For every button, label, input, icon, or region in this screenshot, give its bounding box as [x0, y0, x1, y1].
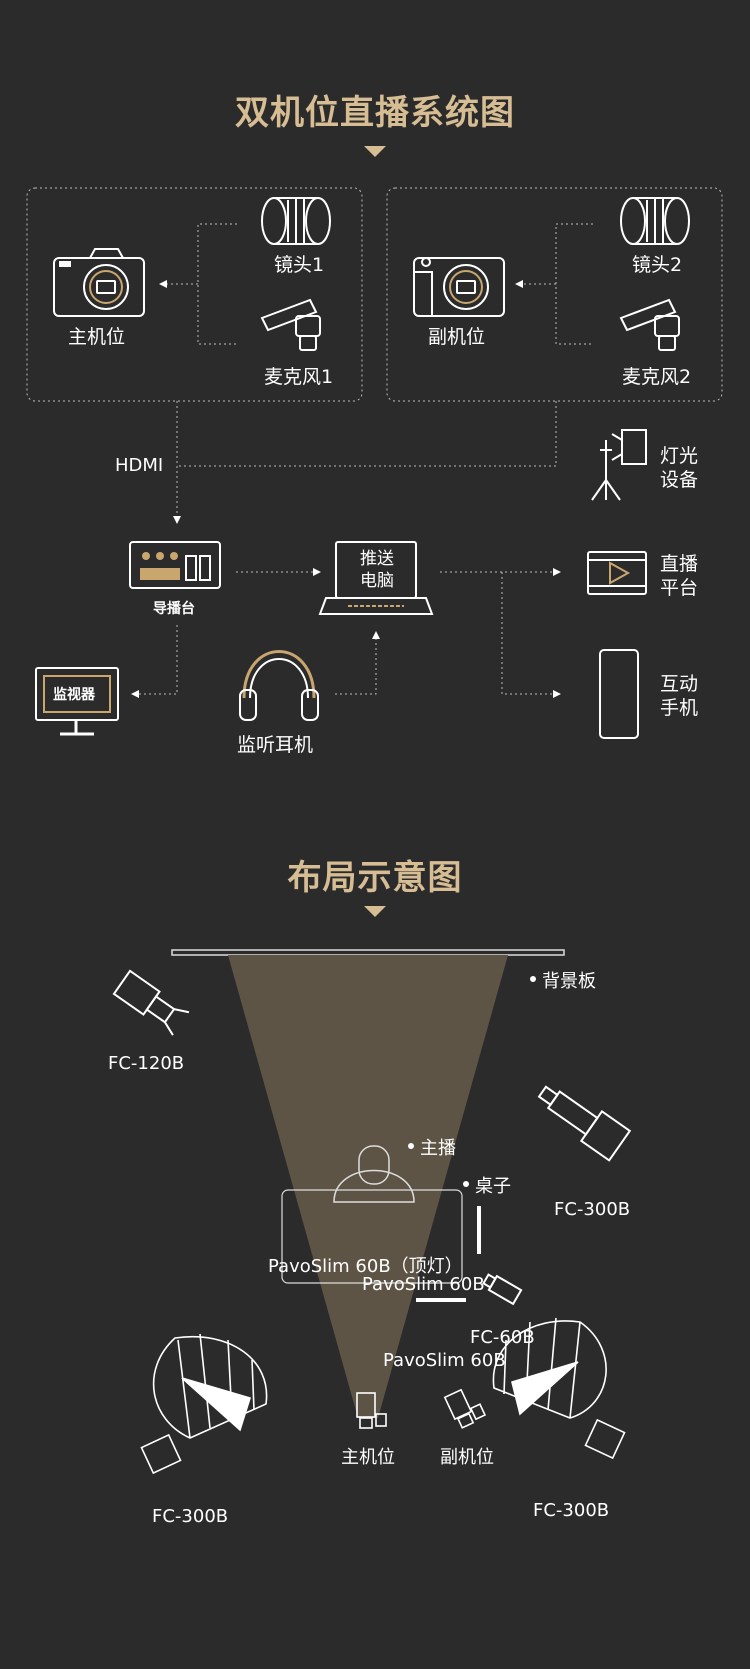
headphones-icon — [239, 650, 319, 721]
hdmi-label: HDMI — [115, 455, 164, 476]
lens1-label: 镜头1 — [274, 254, 325, 276]
host-label: 主播 — [408, 1134, 456, 1160]
main-camera-group-box — [26, 187, 363, 402]
monitor-label: 监视器 — [53, 687, 95, 703]
lens2-label: 镜头2 — [632, 254, 683, 276]
switcher-icon — [129, 541, 221, 589]
mic1-icon — [260, 298, 321, 351]
light-label-line1: 灯光 — [660, 445, 699, 467]
main-camera-icon — [53, 248, 145, 317]
softbox-left-icon — [140, 1333, 268, 1475]
sub-camera-icon — [413, 257, 505, 317]
main-camera-label: 主机位 — [68, 326, 126, 348]
desk-outline — [281, 1189, 463, 1284]
fc300b-bottom-label: FC-300B — [533, 1500, 610, 1521]
headphones-label: 监听耳机 — [237, 734, 314, 756]
fc300b-right-light-icon — [537, 1085, 632, 1162]
laptop-label-line2: 电脑 — [360, 571, 394, 591]
live-platform-icon — [587, 551, 647, 595]
monitor-icon — [35, 667, 119, 736]
desk-light-bar-2 — [416, 1298, 466, 1302]
main-cam-small-icon — [356, 1392, 387, 1429]
desk-light-bar — [477, 1206, 481, 1254]
platform-label-line2: 平台 — [660, 577, 699, 599]
phone-icon — [599, 649, 639, 739]
phone-label-line2: 手机 — [660, 697, 699, 719]
fc60b-label: FC-60B — [470, 1327, 535, 1348]
laptop-label-line1: 推送 — [360, 549, 394, 569]
backdrop-bar — [171, 949, 565, 956]
mic1-label: 麦克风1 — [264, 366, 334, 388]
layout-title-arrow-icon — [364, 906, 386, 917]
pavoslim-desk-label: PavoSlim 60B — [362, 1274, 485, 1295]
platform-label-line1: 直播 — [660, 553, 699, 575]
lens1-icon — [261, 197, 331, 245]
phone-label: 互动 手机 — [660, 672, 698, 720]
pavoslim-side-label: PavoSlim 60B — [383, 1350, 506, 1371]
mic2-label: 麦克风2 — [622, 366, 692, 388]
host-figure — [333, 1145, 415, 1203]
fc120b-light-icon — [112, 969, 190, 1036]
light-label: 灯光 设备 — [660, 444, 698, 492]
sub-camera-group-box — [386, 187, 723, 402]
laptop-label: 推送 电脑 — [360, 548, 394, 592]
backdrop-label: 背景板 — [530, 967, 596, 993]
desk-label: 桌子 — [463, 1172, 511, 1198]
fc300b-right-label: FC-300B — [554, 1199, 631, 1220]
softbox-right-icon — [492, 1317, 626, 1460]
mic2-icon — [619, 298, 680, 351]
pavoslim-top-label: PavoSlim 60B（顶灯） — [268, 1256, 463, 1277]
sub-cam-label: 副机位 — [440, 1447, 494, 1468]
light-label-line2: 设备 — [660, 469, 699, 491]
camera-view-cone — [228, 955, 508, 1418]
fc60b-light-icon — [482, 1273, 523, 1306]
system-diagram-title: 双机位直播系统图 — [235, 93, 515, 133]
sub-camera-label: 副机位 — [428, 326, 486, 348]
laptop-icon — [318, 541, 434, 615]
lens2-icon — [620, 197, 690, 245]
fc300b-left-label: FC-300B — [152, 1506, 229, 1527]
title-arrow-icon — [364, 146, 386, 157]
platform-label: 直播 平台 — [660, 552, 698, 600]
phone-label-line1: 互动 — [660, 673, 699, 695]
sub-cam-small-icon — [443, 1388, 487, 1429]
switcher-label: 导播台 — [153, 601, 195, 617]
layout-diagram-title: 布局示意图 — [287, 858, 463, 898]
light-stand-icon — [591, 429, 647, 501]
main-cam-label: 主机位 — [341, 1447, 395, 1468]
fc120b-label: FC-120B — [108, 1053, 185, 1074]
